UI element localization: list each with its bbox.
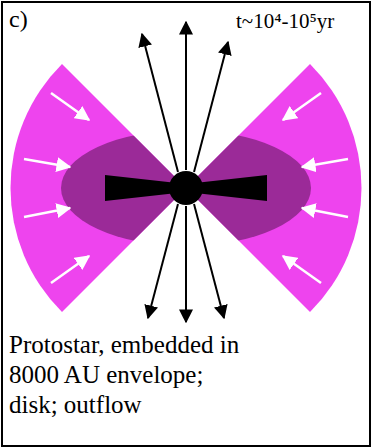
caption: Protostar, embedded in 8000 AU envelope;… — [9, 330, 251, 420]
outflow-arrows — [142, 22, 228, 322]
time-label: t~10⁴-10⁵yr — [236, 9, 334, 34]
panel-label: c) — [9, 6, 28, 33]
protostar — [169, 171, 203, 205]
